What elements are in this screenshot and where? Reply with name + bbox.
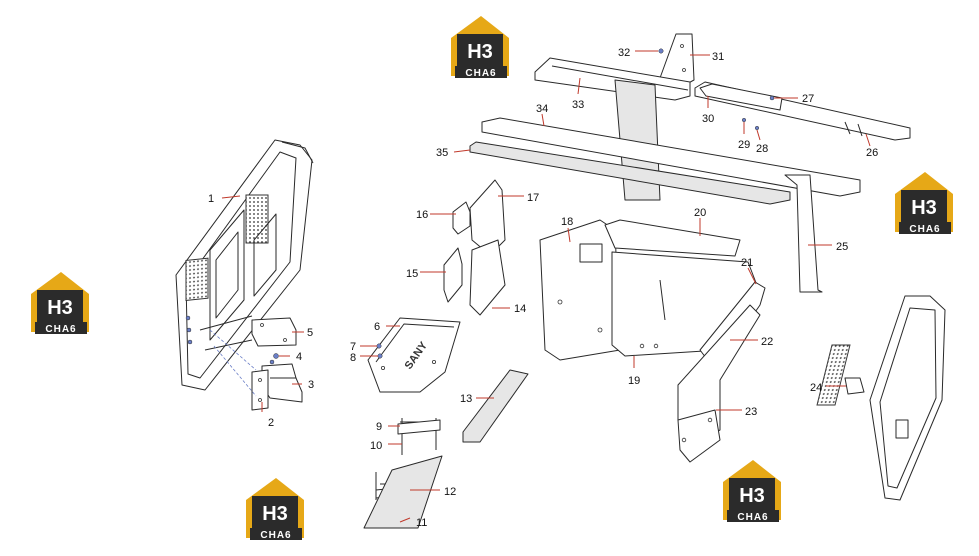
label-25: 25 xyxy=(836,241,848,253)
logo-top-center: H3 CHA6 xyxy=(451,16,509,79)
part-30-arm xyxy=(699,83,783,111)
svg-text:CHA6: CHA6 xyxy=(465,68,496,79)
part-35-rail xyxy=(469,141,791,205)
part-15-pad xyxy=(443,247,463,303)
part-28-29-bolts xyxy=(741,117,760,131)
part-2-bracket xyxy=(251,369,269,411)
label-34: 34 xyxy=(536,103,548,115)
part-27-bolt xyxy=(769,95,775,101)
part-32-bolt xyxy=(658,48,664,54)
part-25-upright xyxy=(784,174,823,293)
label-6: 6 xyxy=(374,321,380,333)
part-24-side-door xyxy=(816,295,946,501)
label-27: 27 xyxy=(802,93,814,105)
part-16-pad xyxy=(452,201,471,235)
label-21: 21 xyxy=(741,257,753,269)
label-24: 24 xyxy=(810,382,822,394)
label-28: 28 xyxy=(756,143,768,155)
part-1-side-frame xyxy=(175,139,314,391)
logo-bottom-left: H3 CHA6 xyxy=(246,478,304,541)
label-14: 14 xyxy=(514,303,526,315)
part-23-panel xyxy=(677,409,721,463)
label-26: 26 xyxy=(866,147,878,159)
part-18-panel xyxy=(539,219,621,361)
label-16: 16 xyxy=(416,209,428,221)
part-5-bracket xyxy=(251,317,297,347)
part-11-base-plate xyxy=(363,455,443,529)
svg-text:CHA6: CHA6 xyxy=(45,324,76,335)
svg-text:H3: H3 xyxy=(911,197,937,219)
label-18: 18 xyxy=(561,216,573,228)
label-5: 5 xyxy=(307,327,313,339)
label-7: 7 xyxy=(350,341,356,353)
label-17: 17 xyxy=(527,192,539,204)
part-9-10-upper-stand xyxy=(397,418,441,455)
part-6-floor-plate: SANY xyxy=(367,317,461,393)
label-1: 1 xyxy=(208,193,214,205)
label-33: 33 xyxy=(572,99,584,111)
svg-text:CHA6: CHA6 xyxy=(260,530,291,541)
label-20: 20 xyxy=(694,207,706,219)
label-31: 31 xyxy=(712,51,724,63)
logo-bottom-right: H3 CHA6 xyxy=(723,460,781,523)
callouts: 1 2 3 4 5 6 7 8 9 10 11 12 13 14 15 16 1 xyxy=(208,47,878,529)
label-13: 13 xyxy=(460,393,472,405)
logo-left: H3 CHA6 xyxy=(31,272,89,335)
label-19: 19 xyxy=(628,375,640,387)
label-3: 3 xyxy=(308,379,314,391)
label-10: 10 xyxy=(370,440,382,452)
label-35: 35 xyxy=(436,147,448,159)
label-22: 22 xyxy=(761,336,773,348)
label-8: 8 xyxy=(350,352,356,364)
svg-text:CHA6: CHA6 xyxy=(909,224,940,235)
label-11: 11 xyxy=(416,517,427,529)
svg-text:H3: H3 xyxy=(262,503,288,525)
label-4: 4 xyxy=(296,351,302,363)
label-32: 32 xyxy=(618,47,630,59)
label-12: 12 xyxy=(444,486,456,498)
svg-text:H3: H3 xyxy=(739,485,765,507)
part-17-pad xyxy=(469,179,506,256)
label-15: 15 xyxy=(406,268,418,280)
part-34-rail xyxy=(481,117,861,197)
label-2: 2 xyxy=(268,417,274,429)
label-30: 30 xyxy=(702,113,714,125)
logo-right: H3 CHA6 xyxy=(895,172,953,235)
svg-text:H3: H3 xyxy=(467,41,493,63)
part-13-bar xyxy=(462,369,529,443)
svg-text:CHA6: CHA6 xyxy=(737,512,768,523)
part-14-pad xyxy=(469,239,506,316)
label-29: 29 xyxy=(738,139,750,151)
label-9: 9 xyxy=(376,421,382,433)
part-4-bolt xyxy=(269,353,279,365)
part-7-8-bolts xyxy=(376,343,383,359)
label-23: 23 xyxy=(745,406,757,418)
svg-text:H3: H3 xyxy=(47,297,73,319)
part-20-panel xyxy=(604,219,741,257)
